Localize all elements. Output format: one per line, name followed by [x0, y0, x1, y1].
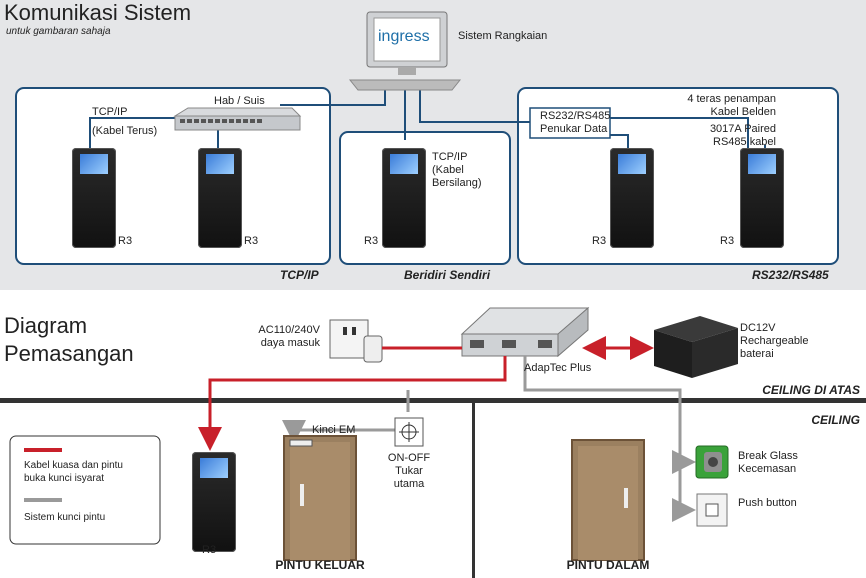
device-label: R3: [720, 235, 735, 247]
hub-label: Hab / Suis: [214, 95, 265, 107]
legend-red-label-1: Kabel kuasa dan pintu: [24, 460, 123, 471]
break-glass-label-1: Break Glass: [738, 450, 798, 462]
em-lock-label: Kinci EM: [312, 424, 356, 436]
group-label-standalone: Beridiri Sendiri: [404, 268, 491, 282]
device-label: R3: [364, 235, 379, 247]
standalone-cable-label-1: (Kabel: [432, 164, 464, 176]
controller-label: AdapTec Plus: [524, 362, 592, 374]
ceiling-above-label: CEILING DI ATAS: [762, 383, 860, 397]
r3-device: [72, 148, 116, 248]
server-label: Sistem Rangkaian: [458, 30, 548, 42]
panel-divider: [0, 290, 866, 298]
switch-label-2: Tukar: [395, 465, 423, 477]
install-title-1: Diagram: [4, 313, 88, 338]
switch-label-1: ON-OFF: [387, 452, 431, 464]
standalone-tcpip-label: TCP/IP: [432, 151, 468, 163]
ceiling-beam: [0, 398, 866, 403]
legend-box: [9, 435, 161, 545]
battery-label-2: Rechargeable: [740, 335, 809, 347]
belden-label-2: Kabel Belden: [710, 106, 776, 118]
exit-door: [283, 435, 357, 561]
standalone-cable-label-2: Bersilang): [432, 177, 482, 189]
converter-label-1: RS232/RS485: [540, 110, 611, 122]
switch-label-3: utama: [393, 478, 425, 490]
monitor-icon: [348, 11, 462, 91]
inside-door: [571, 439, 645, 561]
room-divider: [472, 403, 475, 578]
break-glass-label-2: Kecemasan: [738, 463, 797, 475]
push-button-label: Push button: [738, 497, 797, 509]
break-glass-icon: [695, 445, 729, 479]
door-inside-label: PINTU DALAM: [566, 558, 650, 572]
battery-label-1: DC12V: [740, 322, 776, 334]
push-button-icon: [696, 493, 728, 527]
paired-label-1: 3017A Paired: [709, 123, 776, 135]
r3-device: [740, 148, 784, 248]
r3-device: [610, 148, 654, 248]
power-label-2: daya masuk: [260, 337, 320, 349]
paired-label-2: RS485 kabel: [713, 136, 776, 148]
controller-icon: [460, 306, 590, 358]
group-label-rs485: RS232/RS485: [752, 268, 829, 282]
page-subtitle: untuk gambaran sahaja: [6, 26, 111, 37]
install-title-2: Pemasangan: [4, 341, 134, 366]
converter-box: [529, 107, 611, 139]
device-label: R3: [202, 544, 217, 556]
belden-label-1: 4 teras penampan: [687, 93, 776, 105]
ceiling-label: CEILING: [811, 413, 860, 427]
r3-device: [192, 452, 236, 552]
r3-device: [198, 148, 242, 248]
legend-gray-label: Sistem kunci pintu: [24, 512, 106, 523]
device-label: R3: [592, 235, 607, 247]
legend-red-label-2: buka kunci isyarat: [24, 473, 105, 484]
power-lines: [198, 336, 654, 451]
page-title: Komunikasi Sistem: [4, 0, 192, 25]
tcpip-cable-label: (Kabel Terus): [92, 125, 158, 137]
r3-device: [382, 148, 426, 248]
door-exit-label: PINTU KELUAR: [275, 558, 365, 572]
converter-label-2: Penukar Data: [540, 123, 608, 135]
device-label: R3: [118, 235, 133, 247]
battery-label-3: baterai: [740, 348, 774, 360]
group-label-tcpip: TCP/IP: [280, 268, 319, 282]
hub-switch-icon: [173, 107, 302, 131]
power-outlet-icon: [329, 319, 383, 363]
power-label-1: AC110/240V: [258, 324, 320, 336]
on-off-switch-icon: [394, 417, 424, 447]
battery-icon: [654, 316, 738, 378]
device-label: R3: [244, 235, 259, 247]
server-logo: ingress: [378, 28, 430, 45]
tcpip-label: TCP/IP: [92, 106, 128, 118]
